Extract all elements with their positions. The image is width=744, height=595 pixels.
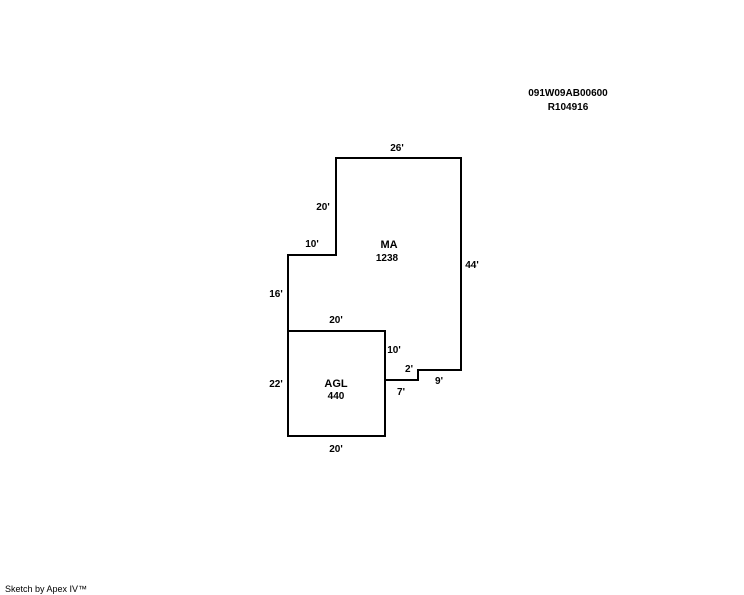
main-area-code: MA [380, 239, 397, 251]
dim-bottom-step-long: 9' [435, 376, 443, 387]
dim-main-right: 44' [465, 260, 479, 271]
dim-main-lower-left: 16' [269, 289, 283, 300]
parcel-id: 091W09AB00600 [528, 88, 608, 99]
garage-outline [287, 330, 386, 437]
garage-area-code: AGL [324, 378, 348, 390]
sketch-credit: Sketch by Apex IV™ [5, 584, 87, 594]
dim-garage-right-lower: 7' [397, 387, 405, 398]
dim-bottom-step-short: 2' [405, 364, 413, 375]
dim-garage-right-upper: 10' [387, 345, 401, 356]
dim-main-step: 10' [305, 239, 319, 250]
dim-garage-left: 22' [269, 379, 283, 390]
dim-main-upper-left: 20' [316, 202, 330, 213]
dim-garage-top: 20' [329, 315, 343, 326]
dim-main-top: 26' [390, 143, 404, 154]
main-area-outline [287, 157, 462, 381]
dim-garage-bottom: 20' [329, 444, 343, 455]
parcel-ref: R104916 [548, 102, 589, 113]
garage-area-sqft: 440 [328, 391, 345, 402]
main-area-sqft: 1238 [376, 253, 399, 264]
